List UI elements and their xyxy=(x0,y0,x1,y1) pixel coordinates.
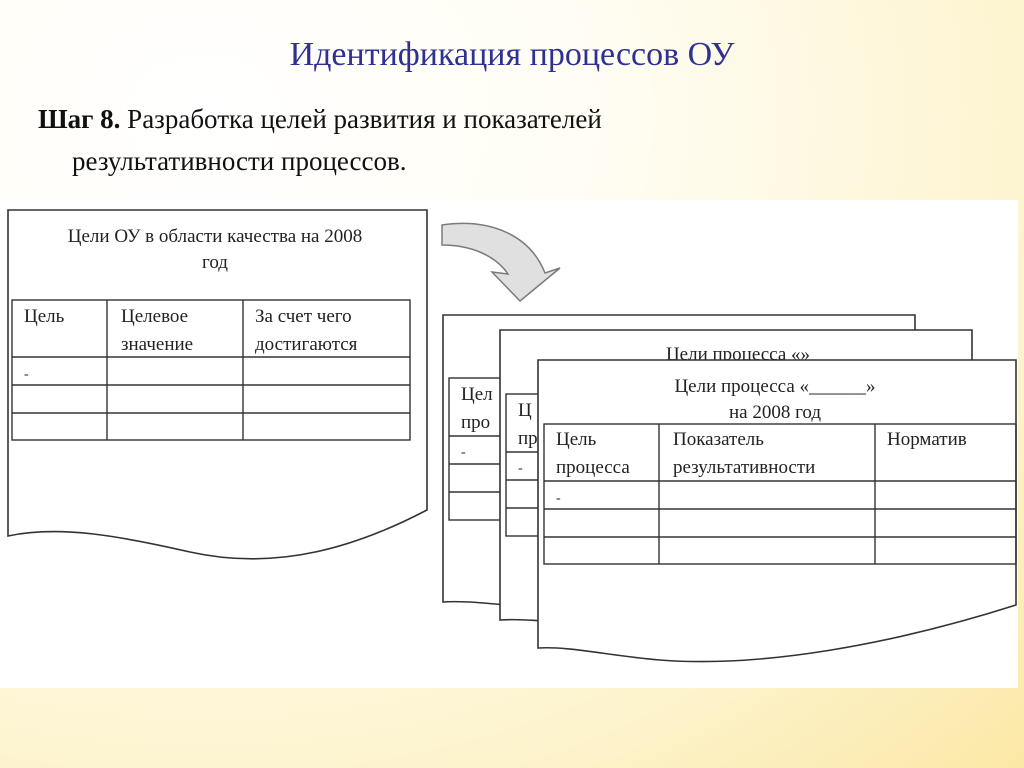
document-quality-goals-title-line2: год xyxy=(202,252,228,273)
back-table-bullet: - xyxy=(461,445,466,460)
middle-column-fragment-2: пр xyxy=(518,428,538,449)
front-document-title-line1: Цели процесса «______» xyxy=(674,376,875,397)
middle-column-fragment-1: Ц xyxy=(518,400,532,421)
document-quality-goals-title-line1: Цели ОУ в области качества на 2008 xyxy=(68,226,362,247)
middle-table-bullet: - xyxy=(518,461,523,476)
step-description: Шаг 8. Разработка целей развития и показ… xyxy=(38,98,938,182)
column-indicator-line2: результативности xyxy=(673,457,815,478)
column-achieved-by-line1: За счет чего xyxy=(255,306,352,327)
column-goal: Цель xyxy=(24,306,65,327)
document-front-shape xyxy=(537,359,1017,663)
column-process-goal-line1: Цель xyxy=(556,429,597,450)
column-achieved-by-line2: достигаются xyxy=(255,334,358,355)
front-document-table xyxy=(543,423,1017,565)
step-text: Разработка целей развития и показателей xyxy=(120,104,602,134)
curved-arrow-icon xyxy=(441,222,561,303)
documents-diagram: Цели ОУ в области качества на 2008 год Ц… xyxy=(7,209,1017,663)
column-target-value-line2: значение xyxy=(121,334,193,355)
step-text-continuation: результативности процессов. xyxy=(72,146,407,176)
column-norm: Норматив xyxy=(887,429,967,450)
column-indicator-line1: Показатель xyxy=(673,429,764,450)
column-process-goal-line2: процесса xyxy=(556,457,630,478)
front-document-title-line2: на 2008 год xyxy=(729,402,821,423)
table-bullet: - xyxy=(24,367,29,382)
document-quality-goals-table xyxy=(11,299,411,441)
front-table-bullet: - xyxy=(556,491,561,506)
document-quality-goals: Цели ОУ в области качества на 2008 год Ц… xyxy=(7,209,428,560)
back-column-fragment-1: Цел xyxy=(461,384,493,405)
slide-title: Идентификация процессов ОУ xyxy=(289,36,735,73)
step-label: Шаг 8. xyxy=(38,104,121,134)
diagram-panel: Цели ОУ в области качества на 2008 год Ц… xyxy=(0,200,1018,688)
back-column-fragment-2: про xyxy=(461,412,490,433)
document-process-goals-front: Цели процесса «______» на 2008 год Цель … xyxy=(537,359,1017,663)
column-target-value-line1: Целевое xyxy=(121,306,188,327)
